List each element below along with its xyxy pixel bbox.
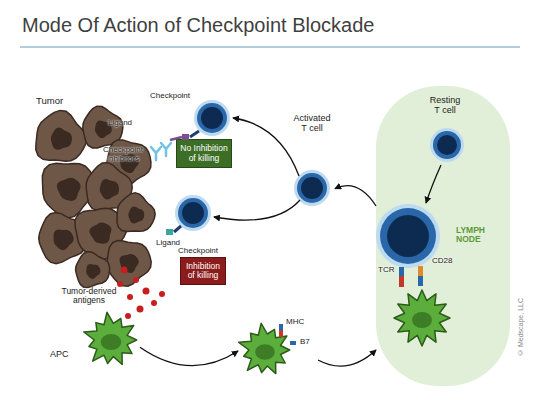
node-text: Resting T cell — [428, 96, 462, 116]
node-box: Inhibition of killing — [180, 257, 226, 285]
t-cell-body — [433, 131, 461, 159]
t-cell-body — [178, 198, 208, 228]
t-cell-body — [197, 103, 227, 133]
antigen-dot — [121, 267, 128, 274]
tumor-cell — [107, 241, 151, 287]
node-text: MHC — [286, 318, 316, 327]
apc-nucleus — [101, 334, 122, 350]
ligand-molecule — [166, 229, 173, 235]
apc-nucleus — [255, 344, 275, 360]
title: Mode Of Action of Checkpoint Blockade — [22, 14, 374, 37]
t-cell-nucleus — [301, 177, 323, 199]
checkpoint-receptor — [174, 226, 181, 232]
cd28-molecule — [418, 266, 423, 276]
mhc-molecule — [279, 324, 283, 330]
tumor-cell — [36, 110, 87, 161]
apc-cell — [239, 323, 290, 373]
callout-label: Ligand — [108, 119, 132, 128]
title-rule — [20, 47, 520, 48]
t-cell-ring — [376, 204, 440, 268]
node-text: No Inhibition of killing — [178, 144, 230, 163]
t-cell-nucleus — [387, 215, 429, 257]
flow-connector — [335, 186, 376, 206]
callout-label: TCR — [378, 266, 394, 275]
ligand-molecule — [182, 134, 189, 140]
apc-cell — [84, 312, 137, 364]
tumor-nucleus — [86, 264, 100, 279]
flow-arrow — [214, 200, 300, 220]
node-text: APC — [50, 350, 80, 360]
node-apc: MHC B7 — [238, 318, 318, 378]
tumor-nucleus — [128, 206, 144, 223]
node-tcell: Activated T cell — [289, 110, 335, 207]
node-text: Inhibition of killing — [182, 262, 224, 281]
t-cell-nucleus — [201, 107, 223, 129]
callout-label: Checkpoint — [150, 92, 190, 101]
tumor-nucleus — [51, 128, 72, 150]
antigen-dot — [117, 281, 123, 287]
checkpoint-inhibitor — [151, 147, 161, 160]
flow-connector — [140, 347, 238, 365]
t-cell-nucleus — [182, 202, 204, 224]
mhc-molecule — [399, 276, 404, 287]
flow-arrow — [233, 118, 299, 176]
t-cell-body — [380, 208, 436, 264]
antigen-dot — [133, 277, 139, 283]
b7-molecule — [418, 276, 423, 286]
tumor-nucleus — [89, 223, 111, 244]
t-cell-ring — [294, 170, 330, 206]
tumor-nucleus — [120, 254, 139, 273]
t-cell-ring — [175, 195, 211, 231]
callout-label: Checkpoint — [178, 247, 218, 256]
flow-connector — [318, 350, 376, 366]
antigen-dot — [127, 294, 133, 300]
callout-label: Tumor-derived antigens — [56, 287, 122, 306]
node-text: Tumor — [36, 96, 76, 106]
antigen-dot — [143, 288, 150, 295]
antigen-dot — [137, 306, 144, 313]
copyright-note: © Medscape, LLC — [517, 298, 525, 356]
apc-shape — [238, 318, 318, 378]
tumor-nucleus — [100, 179, 119, 199]
callout-label: CD28 — [432, 257, 452, 266]
tumor-nucleus — [54, 230, 74, 251]
tumor-nucleus — [57, 178, 81, 201]
antigen-dot — [125, 313, 131, 319]
antigen-dot — [151, 300, 157, 306]
tumor-cell — [117, 193, 155, 232]
t-cell-body — [297, 173, 327, 203]
apc-shape — [48, 310, 140, 372]
callout-label: Ligand — [156, 239, 180, 248]
mhc-molecule — [279, 330, 283, 337]
node-text: B7 — [300, 338, 318, 347]
node-apc: APC — [48, 310, 140, 372]
t-cell-ring — [430, 128, 464, 162]
t-cell-nucleus — [437, 135, 457, 155]
checkpoint-inhibitor — [161, 143, 171, 156]
callout-label: Checkpoint Inhibitors — [98, 146, 148, 164]
b7-molecule — [290, 341, 296, 345]
node-box: No Inhibition of killing — [176, 139, 232, 168]
node-tumor: Tumor — [32, 94, 157, 286]
tcr-molecule — [399, 267, 404, 276]
node-text: Activated T cell — [291, 114, 333, 134]
t-cell-ring — [194, 100, 230, 136]
antigen-dot — [159, 291, 165, 297]
node-tcell: Resting T cell — [423, 94, 467, 166]
apc-nucleus — [412, 312, 432, 328]
tumor-cell — [76, 252, 110, 288]
node-text: LYMPH NODE — [456, 226, 496, 245]
tumor-shape — [32, 94, 157, 286]
checkpoint-receptor — [190, 131, 199, 137]
